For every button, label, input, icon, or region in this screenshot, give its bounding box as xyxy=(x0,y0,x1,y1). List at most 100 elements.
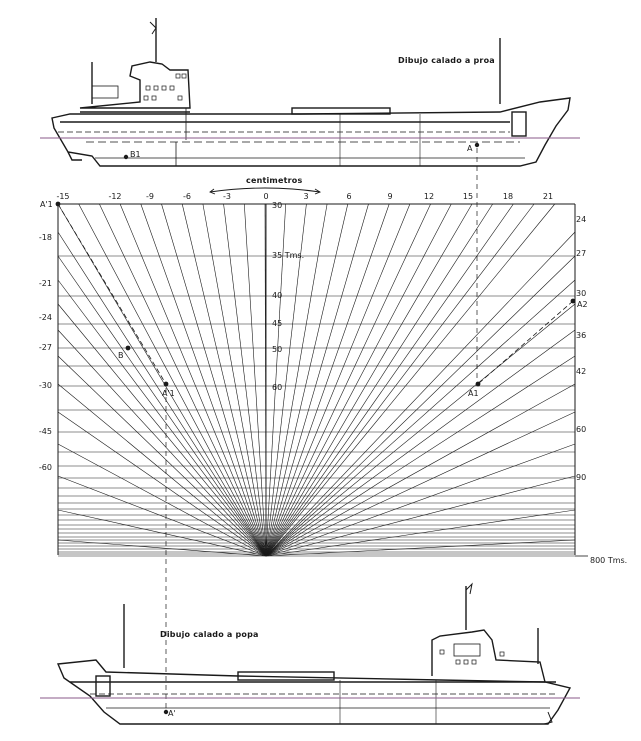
fan-ray xyxy=(265,509,576,557)
label-a1-prime-top: A'1 xyxy=(40,200,53,209)
fan-ray xyxy=(265,203,286,557)
fan-ray xyxy=(265,411,576,557)
point-a1-prime-top xyxy=(55,201,61,207)
fan-ray xyxy=(181,203,267,557)
label-a2: A2 xyxy=(577,300,588,309)
fan-ray xyxy=(57,539,267,557)
right-scale-tick: 42 xyxy=(576,367,586,376)
label-a-top: A xyxy=(467,144,473,153)
projection-lines xyxy=(165,148,478,712)
fan-ray xyxy=(265,203,328,557)
fan-ray xyxy=(202,203,267,557)
fan-ray xyxy=(265,203,473,557)
fan-ray xyxy=(244,203,267,557)
point-b1-top xyxy=(123,154,129,160)
left-scale-ticks: -18-21-24-27-30-45-60 xyxy=(39,233,52,472)
fan-ray xyxy=(57,355,267,557)
center-scale-tick: 35 Tms. xyxy=(272,251,304,260)
fan-ray xyxy=(265,475,576,557)
top-scale-ticks: -15 -12 -9 -6 -3 0 3 6 9 12 15 18 21 xyxy=(56,192,553,201)
fan-ray xyxy=(57,231,267,557)
fan-ray xyxy=(265,203,349,557)
top-scale-tick: -15 xyxy=(56,192,69,201)
right-scale-tick: 27 xyxy=(576,249,586,258)
top-caption: Dibujo calado a proa xyxy=(398,56,495,65)
fan-ray xyxy=(57,329,267,557)
top-scale-tick: 15 xyxy=(463,192,473,201)
fan-ray xyxy=(265,203,535,557)
top-ship xyxy=(51,18,571,167)
label-a1-mid: A1 xyxy=(468,389,479,398)
center-scale-tick: 45 xyxy=(272,319,282,328)
point-a1-mid xyxy=(475,381,481,387)
label-b1-top: B1 xyxy=(130,150,141,159)
right-scale-tick: 30 xyxy=(576,289,586,298)
fan-ray xyxy=(265,355,576,557)
fan-ray xyxy=(265,231,576,557)
construction-line-a1p xyxy=(57,203,167,385)
construction-line-a2 xyxy=(477,300,574,385)
fan-ray xyxy=(265,303,576,557)
point-a2 xyxy=(570,298,576,304)
point-a-top xyxy=(474,142,480,148)
fan-ray xyxy=(161,203,267,557)
top-scale-tick: 12 xyxy=(424,192,434,201)
fan-ray xyxy=(265,539,576,557)
top-scale-tick: 21 xyxy=(543,192,553,201)
fan-ray xyxy=(57,411,267,557)
fan-ray xyxy=(99,203,267,557)
fan-ray xyxy=(78,203,267,557)
fan-ray xyxy=(265,203,556,557)
fan-ray xyxy=(140,203,267,557)
point-a1-prime-mid xyxy=(163,381,169,387)
top-scale-tick: 3 xyxy=(303,192,308,201)
right-scale-tick: 24 xyxy=(576,215,586,224)
label-a1-prime-mid: A'1 xyxy=(162,389,175,398)
fan-ray xyxy=(265,203,390,557)
left-scale-tick: -27 xyxy=(39,343,52,352)
label-b: B xyxy=(118,351,124,360)
fan-ray xyxy=(265,329,576,557)
fan-ray xyxy=(265,203,307,557)
top-scale-tick: 0 xyxy=(263,192,268,201)
bottom-caption: Dibujo calado a popa xyxy=(160,630,259,639)
point-b xyxy=(125,345,131,351)
left-scale-tick: -45 xyxy=(39,427,52,436)
fan-ray xyxy=(265,203,369,557)
fan-ray xyxy=(223,203,267,557)
bottom-ship xyxy=(56,582,572,725)
center-scale-tick: 40 xyxy=(272,291,282,300)
left-scale-tick: -30 xyxy=(39,381,52,390)
fan-ray xyxy=(57,255,267,557)
left-scale-tick: -21 xyxy=(39,279,52,288)
bottom-scale-label: 800 Tms. xyxy=(590,556,627,565)
top-scale-tick: -9 xyxy=(146,192,154,201)
center-scale-tick: 30 xyxy=(272,201,282,210)
fan-ray xyxy=(57,443,267,557)
fan-ray xyxy=(57,279,267,557)
top-scale-tick: -3 xyxy=(223,192,231,201)
top-scale-tick: -12 xyxy=(108,192,121,201)
fan-ray xyxy=(264,203,267,557)
fan-ray xyxy=(57,509,267,557)
fan-ray xyxy=(265,203,411,557)
fan-ray xyxy=(119,203,267,557)
top-scale-tick: 9 xyxy=(387,192,392,201)
right-scale-tick: 60 xyxy=(576,425,586,434)
label-a-prime-bottom: A' xyxy=(168,709,176,718)
fan-ray xyxy=(57,203,267,557)
point-a-prime-bottom xyxy=(163,709,169,715)
ray-fan xyxy=(57,203,576,557)
top-scale-tick: 6 xyxy=(346,192,351,201)
fan-ray xyxy=(265,255,576,557)
top-scale-tick: -6 xyxy=(183,192,191,201)
left-scale-tick: -60 xyxy=(39,463,52,472)
top-scale-tick: 18 xyxy=(503,192,513,201)
fan-ray xyxy=(265,203,452,557)
left-scale-tick: -18 xyxy=(39,233,52,242)
right-scale-tick: 36 xyxy=(576,331,586,340)
